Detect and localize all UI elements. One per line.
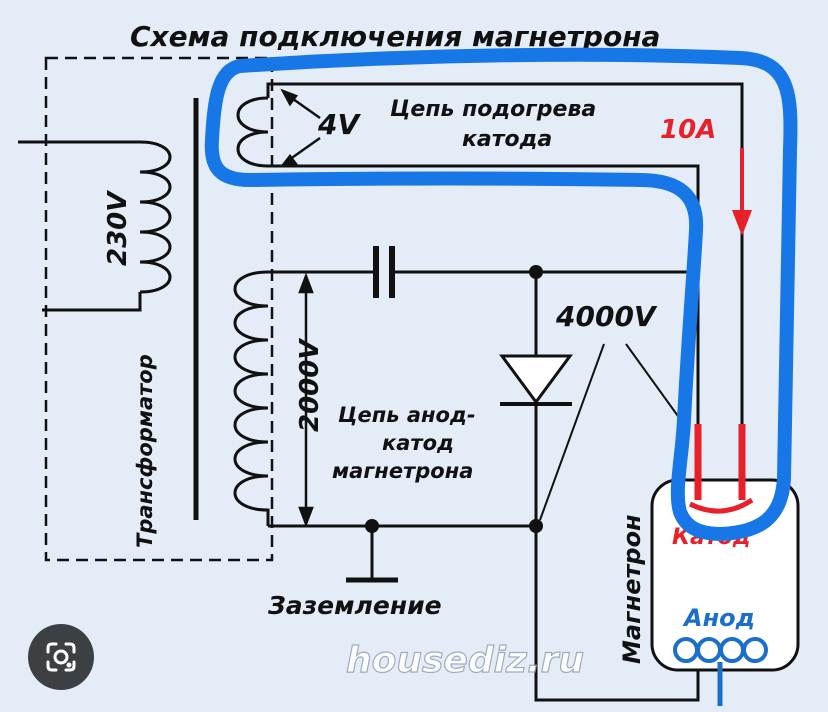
capacitor (373, 246, 395, 298)
watermark: housediz.ru (346, 640, 584, 681)
label-4v: 4V (317, 108, 361, 141)
label-transformer: Трансформатор (133, 354, 157, 548)
google-lens-icon (46, 642, 76, 672)
current-arrow-head (732, 210, 752, 236)
label-anode: Анод (682, 604, 755, 632)
label-magnetron: Магнетрон (618, 514, 646, 664)
diagram-title: Схема подключения магнетрона (130, 20, 660, 53)
google-lens-button[interactable] (28, 624, 94, 690)
junction-dot-ground (365, 519, 379, 533)
label-ground: Заземление (267, 591, 442, 620)
junction-dot-bottom (529, 519, 543, 533)
label-anode-circuit-line3: магнетрона (332, 459, 473, 483)
cathode-leads (694, 424, 746, 500)
label-anode-circuit-line2: катод (382, 431, 454, 455)
label-heater-circuit-line2: катода (462, 127, 552, 152)
label-2000v-arrow (298, 272, 314, 528)
label-4v-arrows (280, 88, 321, 167)
label-4000v: 4000V (555, 300, 658, 333)
label-heater-circuit-line1: Цепь подогрева (390, 97, 596, 122)
diode (499, 354, 573, 406)
heater-winding (236, 82, 744, 530)
cathode-filament (688, 497, 754, 514)
label-230v: 230V (103, 190, 133, 266)
label-2000v: 2000V (295, 338, 325, 432)
highlight-loop (204, 47, 798, 541)
label-10a: 10A (660, 115, 716, 145)
hv-secondary-winding (233, 270, 270, 526)
anode-rings (673, 637, 768, 663)
primary-winding (18, 140, 172, 312)
label-anode-circuit-line1: Цепь анод- (338, 403, 476, 427)
junction-dot-top (529, 265, 543, 279)
